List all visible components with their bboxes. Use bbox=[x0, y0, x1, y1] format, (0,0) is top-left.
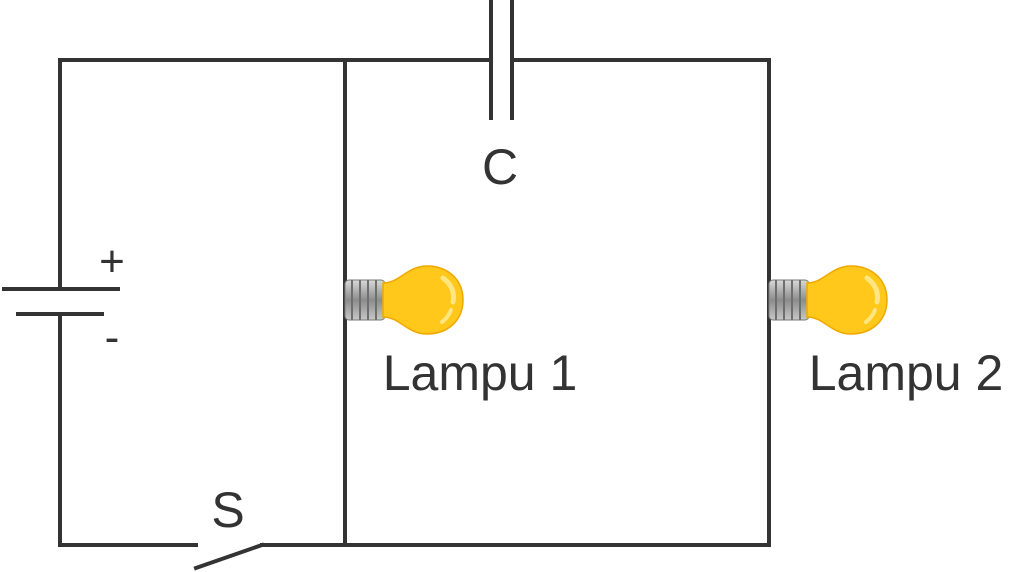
capacitor-gap bbox=[491, 38, 512, 82]
battery-minus-label: - bbox=[105, 313, 120, 362]
battery-symbol bbox=[2, 287, 120, 316]
left-outer-wire bbox=[58, 58, 493, 291]
switch-symbol bbox=[193, 542, 265, 571]
switch-lever bbox=[193, 542, 265, 571]
switch-label: S bbox=[211, 482, 244, 538]
capacitor-symbol bbox=[489, 0, 514, 120]
lamp2-label: Lampu 2 bbox=[809, 345, 1004, 401]
battery-plus-label: + bbox=[99, 237, 125, 286]
wires bbox=[58, 58, 771, 547]
left-bottom-wire bbox=[58, 312, 198, 547]
light-bulb-icon bbox=[345, 266, 463, 334]
lamp1-label: Lampu 1 bbox=[383, 345, 578, 401]
right-top-wire bbox=[260, 58, 771, 547]
light-bulb-icon bbox=[769, 266, 887, 334]
capacitor-label: C bbox=[482, 139, 518, 195]
